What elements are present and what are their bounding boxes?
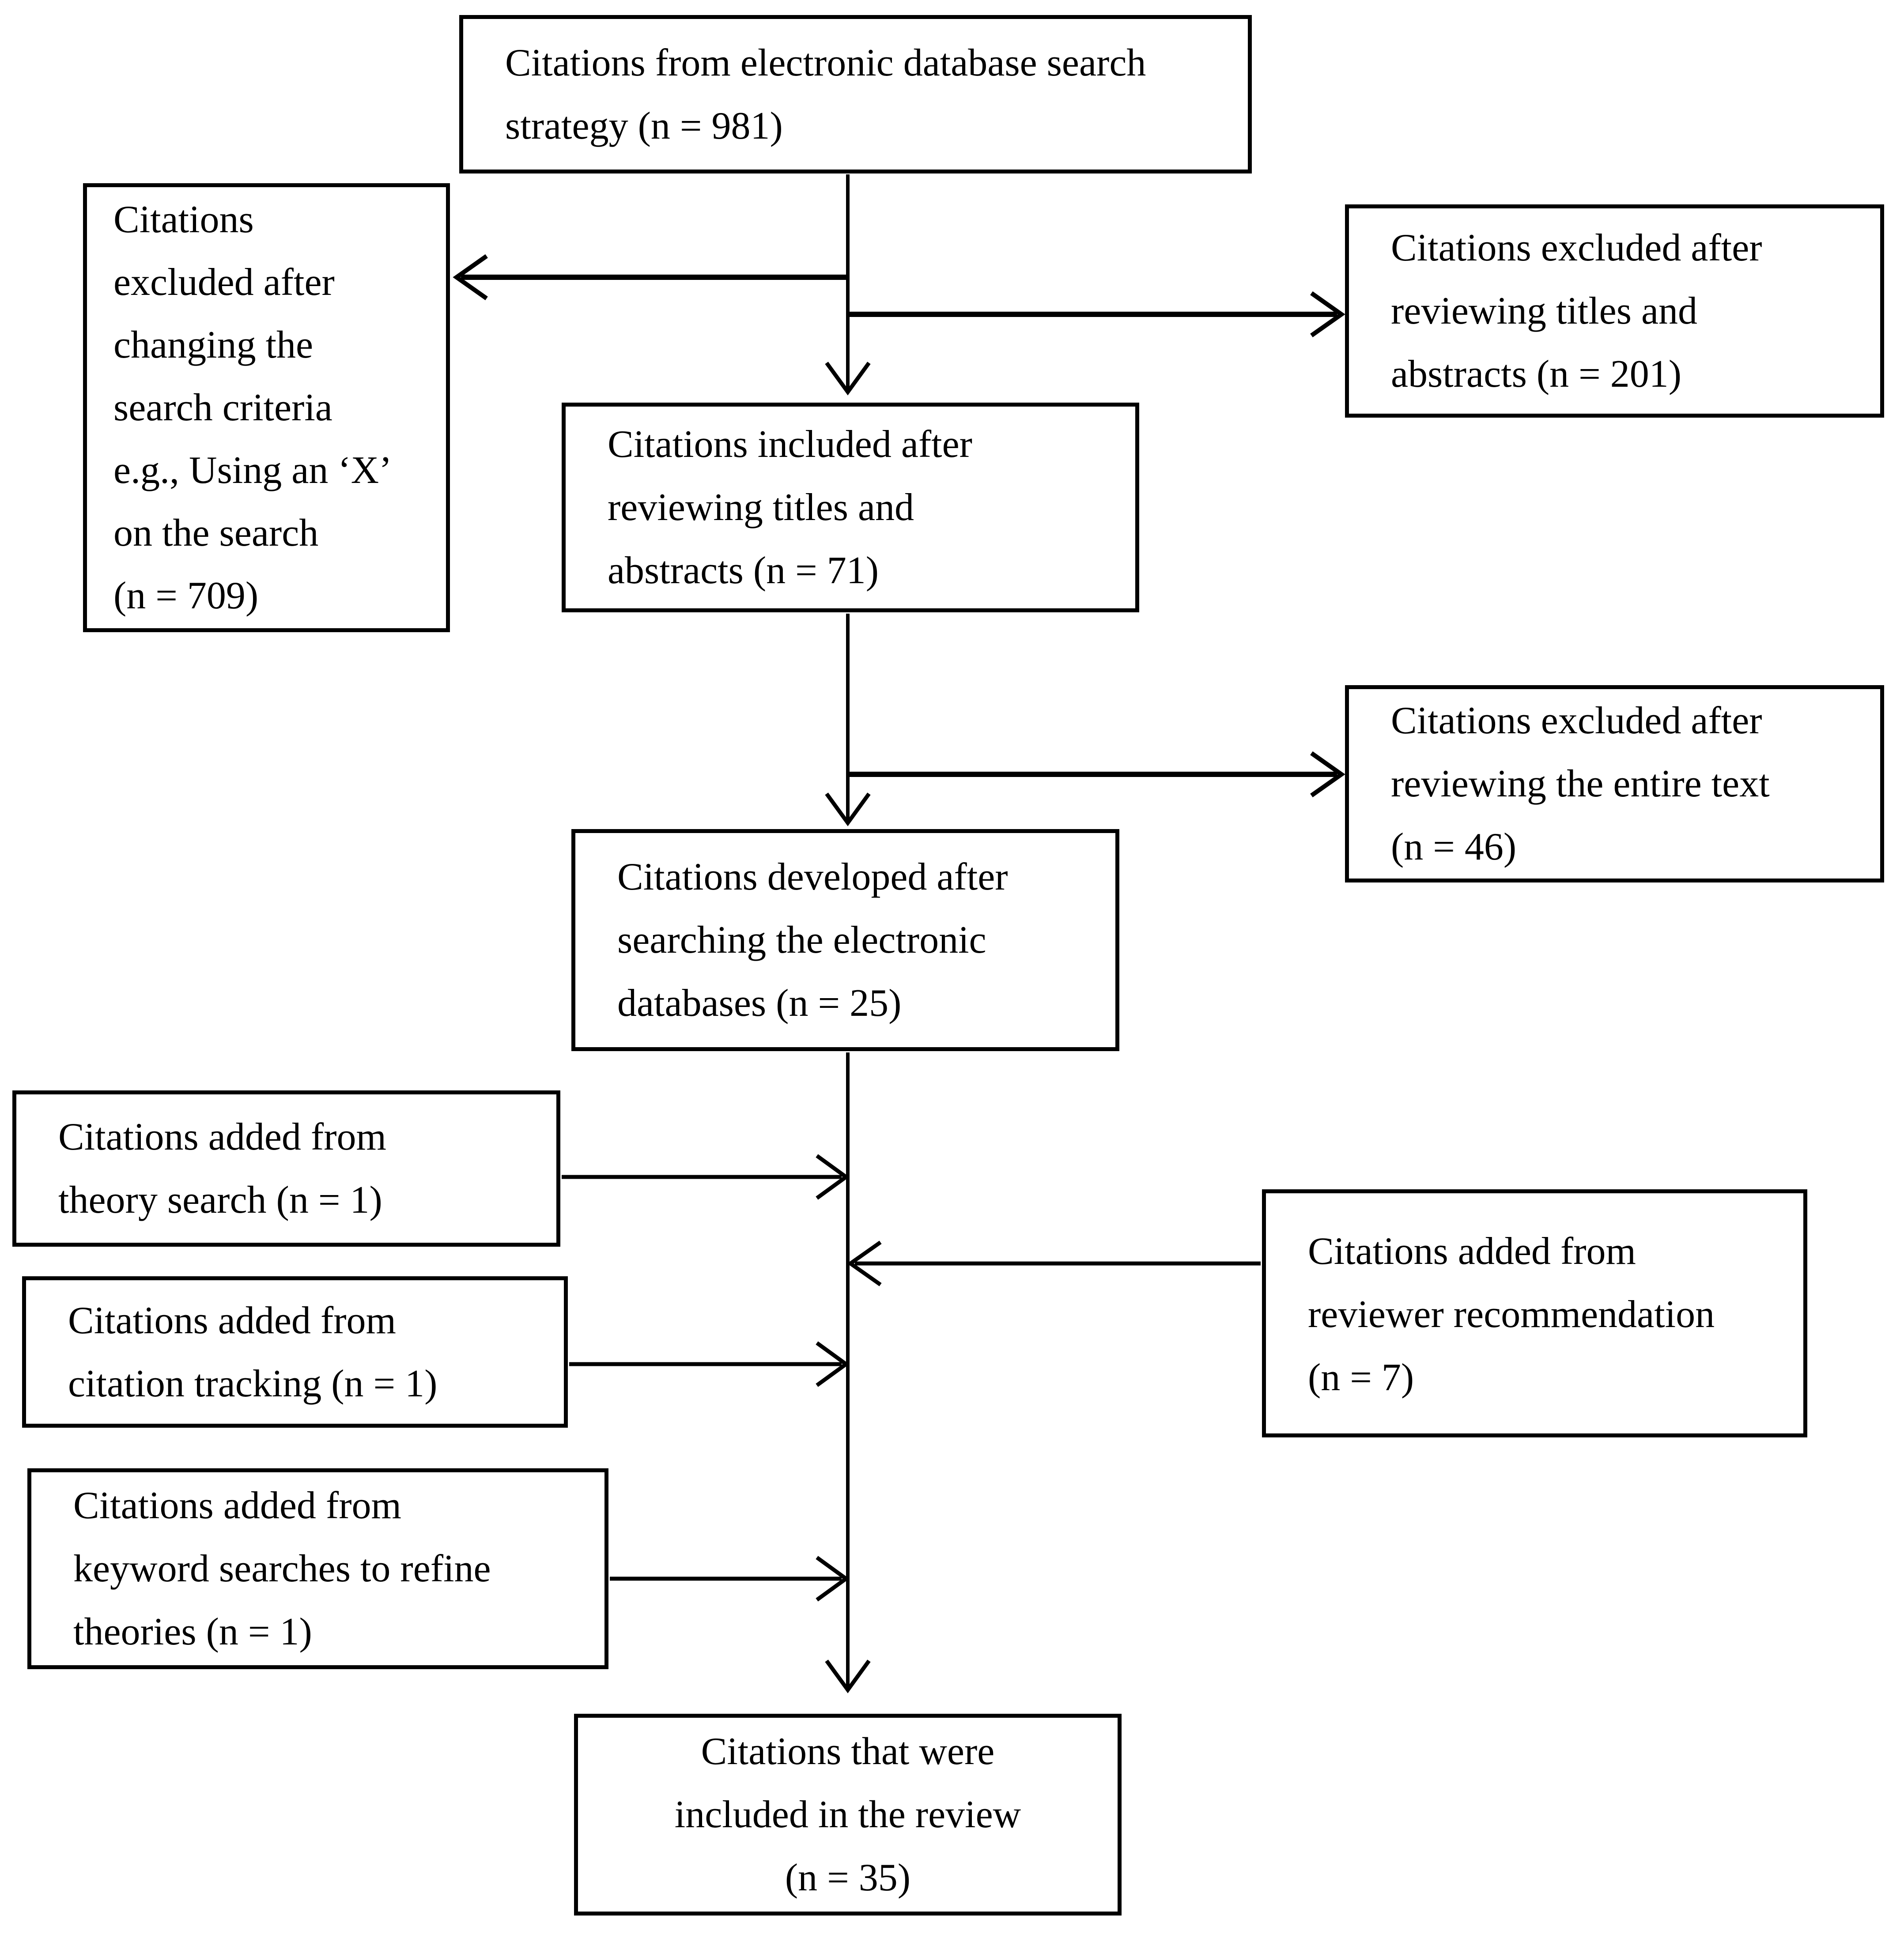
node-line: included in the review bbox=[674, 1793, 1021, 1836]
node-line: Citations added from bbox=[68, 1299, 396, 1342]
node-line: e.g., Using an ‘X’ bbox=[113, 449, 392, 492]
node-line: Citations that were bbox=[701, 1730, 995, 1773]
node-line: reviewing titles and bbox=[1391, 290, 1698, 332]
node-line: (n = 46) bbox=[1391, 826, 1517, 868]
node-excluded-entire-text: Citations excluded after reviewing the e… bbox=[1345, 685, 1884, 882]
node-line: changing the bbox=[113, 323, 314, 366]
node-line: Citations added from bbox=[1308, 1230, 1636, 1273]
node-source: Citations from electronic database searc… bbox=[459, 15, 1252, 173]
node-added-citation-tracking: Citations added from citation tracking (… bbox=[22, 1276, 568, 1428]
arrow-reviewer-recommendation bbox=[847, 1241, 1261, 1286]
node-line: Citations included after bbox=[608, 423, 972, 466]
node-line: theory search (n = 1) bbox=[58, 1179, 382, 1222]
node-line: theories (n = 1) bbox=[73, 1610, 312, 1653]
node-added-reviewer-recommendation: Citations added from reviewer recommenda… bbox=[1262, 1189, 1807, 1437]
node-excluded-search-criteria: Citations excluded after changing the se… bbox=[83, 183, 450, 632]
node-line: Citations added from bbox=[58, 1116, 386, 1158]
node-line: abstracts (n = 201) bbox=[1391, 353, 1682, 396]
node-source-line: strategy (n = 981) bbox=[505, 104, 783, 147]
node-source-line: Citations from electronic database searc… bbox=[505, 41, 1146, 84]
node-included-review: Citations that were included in the revi… bbox=[574, 1714, 1122, 1916]
node-line: Citations excluded after bbox=[1391, 226, 1762, 269]
node-line: abstracts (n = 71) bbox=[608, 549, 879, 592]
arrow-developed-to-included-review bbox=[825, 1052, 871, 1693]
node-line: on the search bbox=[113, 511, 319, 554]
node-line: databases (n = 25) bbox=[617, 982, 902, 1025]
node-line: Citations excluded after bbox=[1391, 699, 1762, 742]
node-excluded-titles-abstracts: Citations excluded after reviewing title… bbox=[1345, 204, 1884, 418]
arrow-citation-tracking bbox=[569, 1341, 850, 1387]
arrow-branch-excluded-entire-text bbox=[848, 751, 1345, 798]
arrow-included-to-developed bbox=[825, 614, 871, 826]
node-added-keyword-searches: Citations added from keyword searches to… bbox=[27, 1468, 608, 1669]
arrow-source-to-included bbox=[825, 174, 871, 396]
arrow-branch-excluded-titles-abstracts bbox=[848, 291, 1345, 338]
node-developed-searching: Citations developed after searching the … bbox=[571, 829, 1119, 1051]
node-line: searching the electronic bbox=[617, 919, 986, 962]
node-added-theory-search: Citations added from theory search (n = … bbox=[12, 1090, 560, 1247]
node-line: (n = 7) bbox=[1308, 1356, 1414, 1399]
node-line: reviewing the entire text bbox=[1391, 762, 1770, 805]
arrow-branch-excluded-search-criteria bbox=[453, 254, 849, 301]
arrow-keyword-searches bbox=[610, 1556, 850, 1602]
node-line: search criteria bbox=[113, 386, 332, 429]
node-line: excluded after bbox=[113, 260, 335, 304]
node-line: Citations bbox=[113, 198, 254, 241]
arrow-theory-search bbox=[562, 1154, 850, 1200]
node-line: reviewer recommendation bbox=[1308, 1293, 1715, 1336]
node-line: reviewing titles and bbox=[608, 486, 914, 529]
node-line: Citations added from bbox=[73, 1484, 401, 1527]
node-line: (n = 709) bbox=[113, 574, 259, 617]
node-line: (n = 35) bbox=[785, 1856, 911, 1899]
node-line: keyword searches to refine bbox=[73, 1547, 491, 1590]
node-included-titles-abstracts: Citations included after reviewing title… bbox=[562, 403, 1139, 612]
node-line: Citations developed after bbox=[617, 856, 1008, 898]
node-line: citation tracking (n = 1) bbox=[68, 1362, 438, 1405]
